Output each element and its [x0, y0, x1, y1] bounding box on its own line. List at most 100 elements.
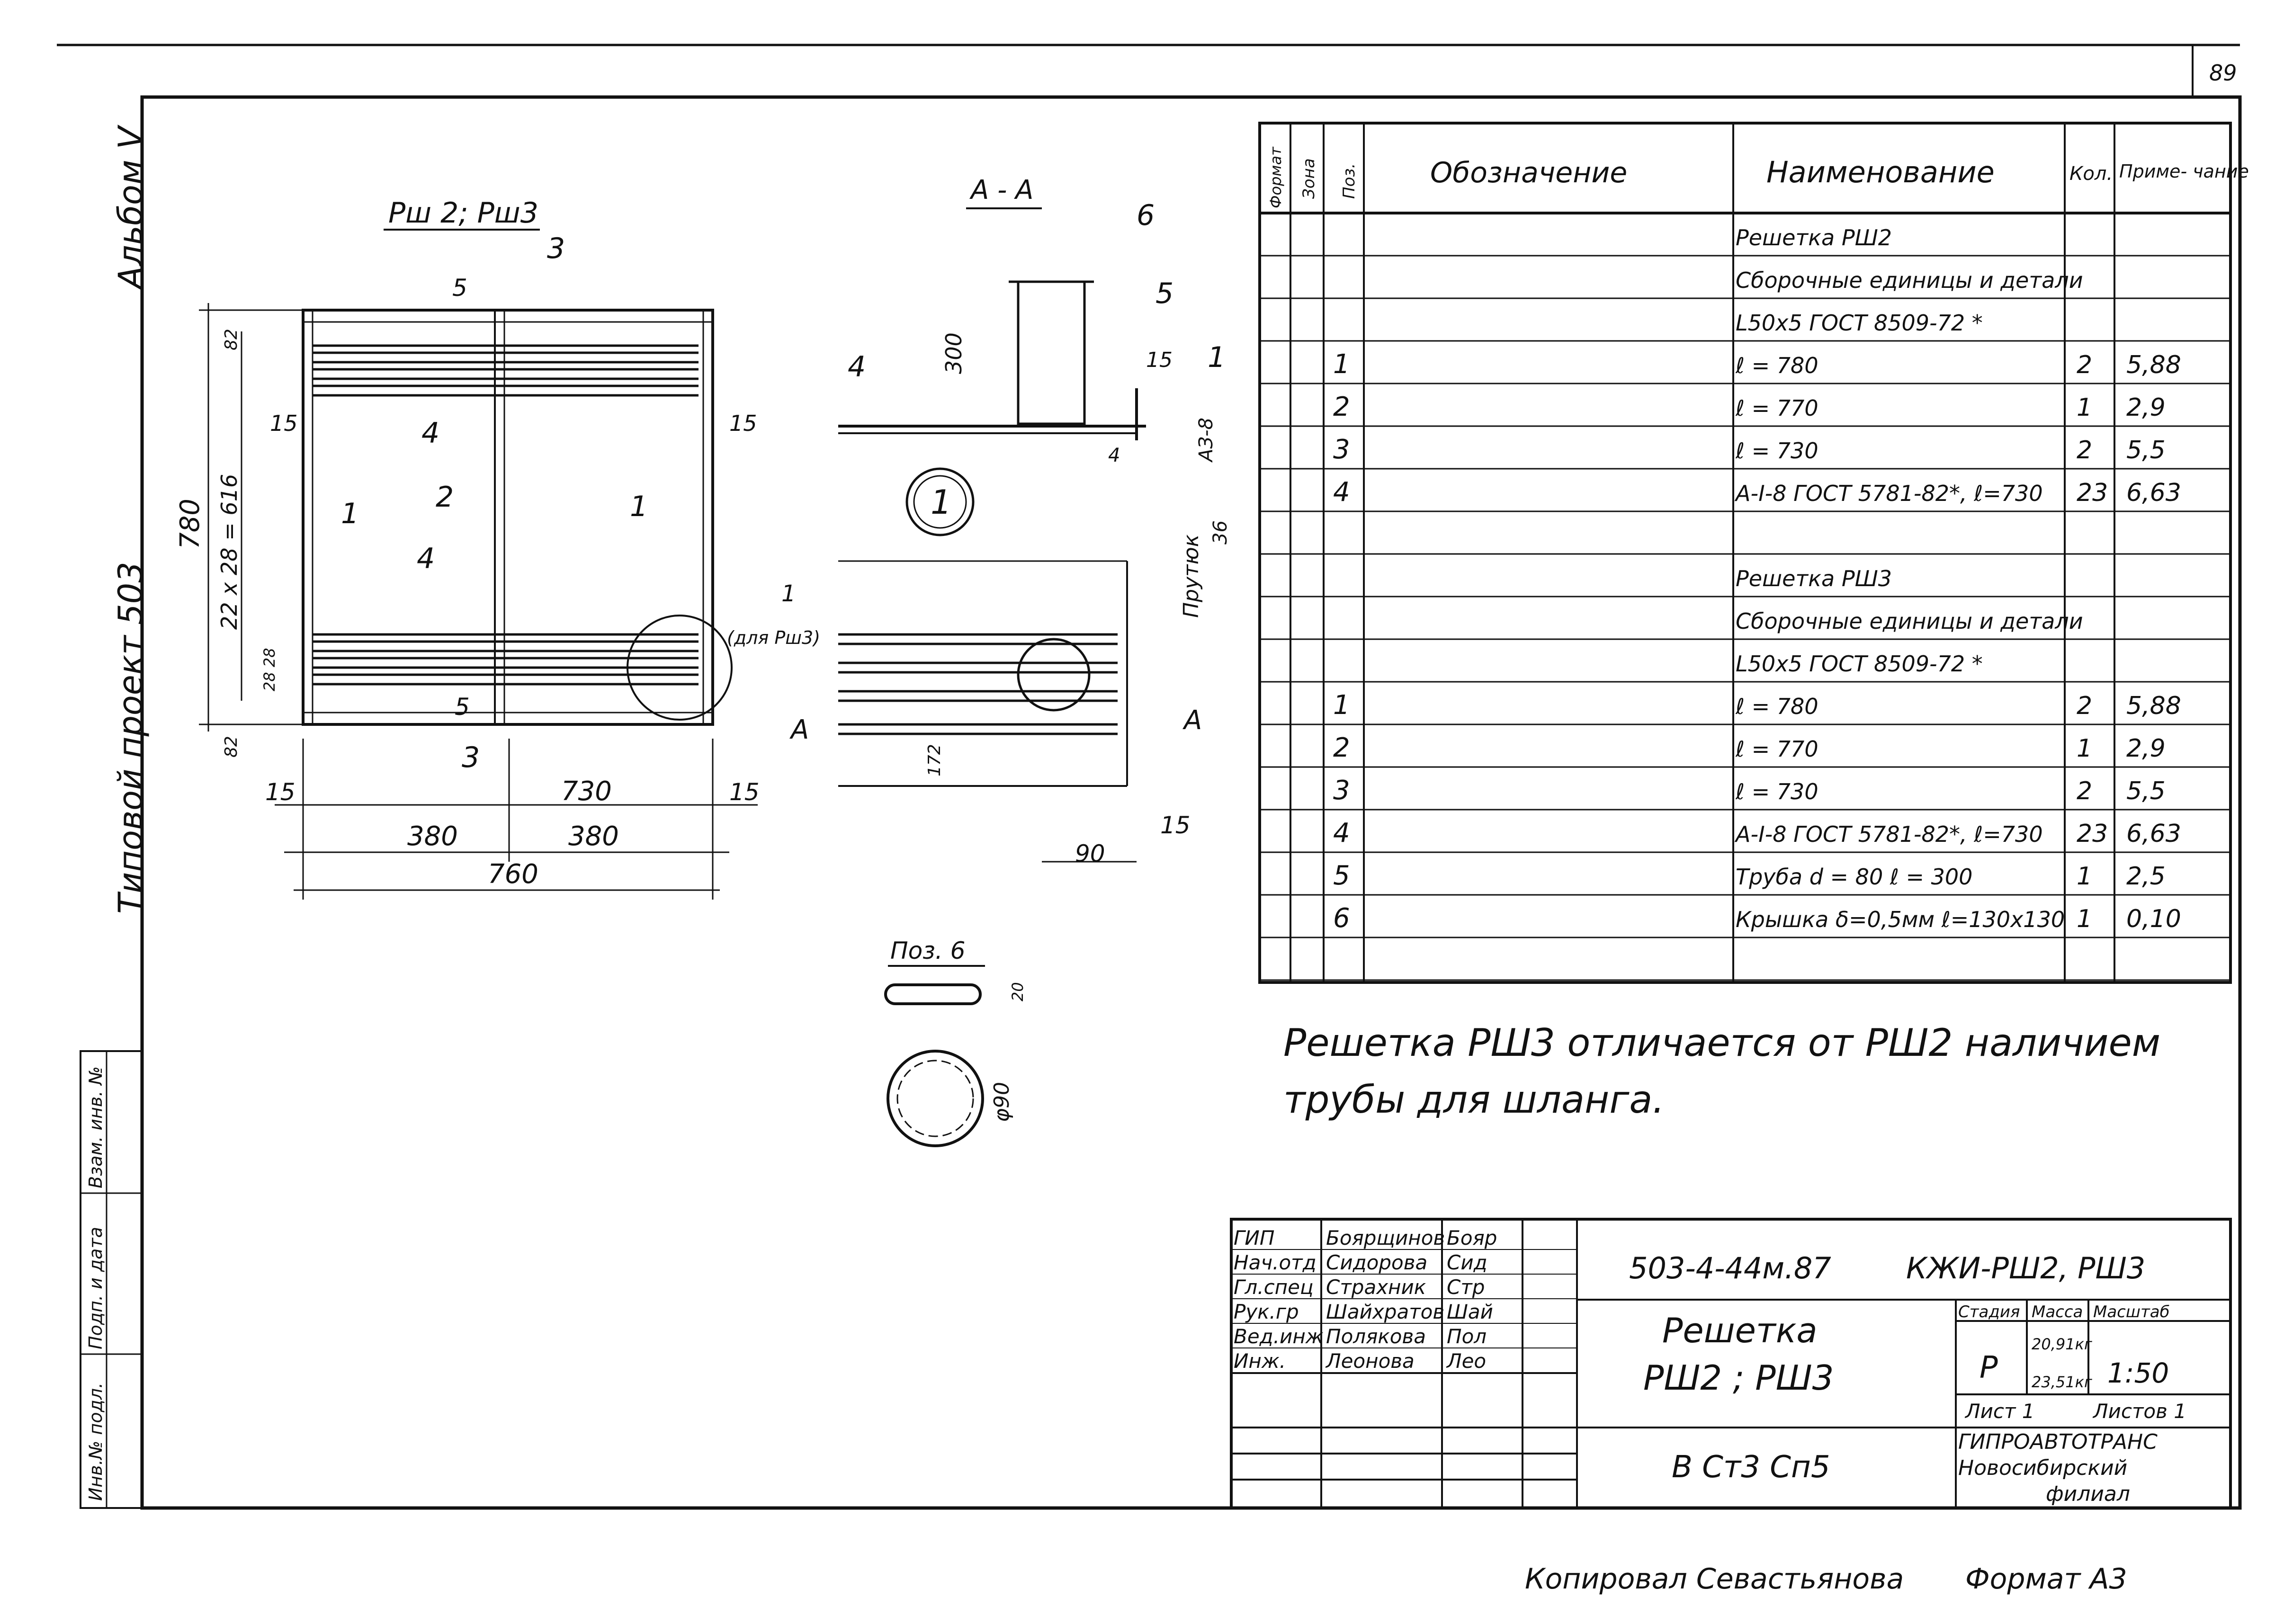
- cell-name: Сборочные единицы и детали: [1736, 608, 2083, 634]
- sheet-number: 89: [2209, 60, 2237, 86]
- org-1: ГИПРОАВТОТРАНС: [1958, 1430, 2158, 1454]
- dim-15-br: 15: [729, 778, 760, 806]
- cell-name: Сборочные единицы и детали: [1736, 268, 2083, 293]
- footer-format: Формат А3: [1965, 1562, 2127, 1596]
- cell-pos: 1: [1333, 349, 1350, 380]
- cell-note: 2,9: [2126, 393, 2166, 422]
- stamp-inv: Инв.№ подл.: [85, 1383, 106, 1501]
- project-code: 503-4-44м.87: [1629, 1251, 1831, 1285]
- dim-15-left: 15: [270, 410, 298, 436]
- signer-role: Гл.спец: [1234, 1276, 1314, 1299]
- signer-role: ГИП: [1234, 1226, 1274, 1249]
- hdr-name: Наименование: [1766, 155, 1995, 189]
- signer-sign: Сид: [1447, 1251, 1487, 1274]
- signer-name: Боярщинов: [1326, 1226, 1445, 1249]
- cell-name: ℓ = 780: [1735, 694, 1818, 719]
- signer-role: Нач.отд: [1234, 1251, 1317, 1274]
- cell-note: 0,10: [2126, 905, 2181, 933]
- signer-sign: Стр: [1447, 1276, 1485, 1299]
- cell-qty: 1: [2077, 734, 2092, 763]
- plan-pos-4-bottom: 4: [417, 542, 435, 575]
- scale-value: 1:50: [2107, 1357, 2169, 1389]
- section-title: А - А: [969, 175, 1033, 205]
- cell-pos: 3: [1333, 434, 1350, 465]
- stamp-sign: Подп. и дата: [85, 1227, 106, 1349]
- pos6-title: Поз. 6: [890, 937, 965, 964]
- pos6-dim20: 20: [1009, 982, 1027, 1001]
- mass-2: 23,51кг: [2032, 1373, 2092, 1391]
- dim-380-l: 380: [407, 821, 458, 852]
- title-1: Решетка: [1662, 1311, 1817, 1350]
- dim-15-bl: 15: [265, 778, 296, 806]
- cell-name: Крышка δ=0,5мм ℓ=130х130: [1736, 907, 2065, 932]
- section-pos-5: 5: [1155, 277, 1173, 310]
- spec-table: Формат Зона Поз. Обозначение Наименовани…: [1258, 122, 2249, 984]
- cell-name: L50х5 ГОСТ 8509-72 *: [1736, 310, 1983, 336]
- cell-note: 5,88: [2126, 351, 2181, 379]
- plan-pos-4-top: 4: [421, 417, 439, 450]
- note-line2: трубы для шланга.: [1283, 1078, 1665, 1122]
- cell-pos: 6: [1333, 903, 1350, 934]
- weld-label: АЗ-8: [1195, 418, 1217, 463]
- cell-pos: 4: [1333, 477, 1350, 508]
- cell-note: 2,9: [2126, 734, 2166, 763]
- detail-number: 1: [931, 483, 952, 522]
- dim-780: 780: [175, 499, 206, 549]
- plan-pos-5-top: 5: [452, 274, 467, 302]
- side-stamp: Инв.№ подл. Подп. и дата Взам. инв. №: [80, 1050, 143, 1509]
- dim-spacing: 22 х 28 = 616: [216, 474, 242, 630]
- signer-sign: Лео: [1446, 1349, 1486, 1373]
- section-pos-1: 1: [1208, 341, 1226, 374]
- hdr-designation: Обозначение: [1430, 156, 1627, 189]
- cell-qty: 2: [2077, 436, 2092, 464]
- hdr-zone: Зона: [1299, 158, 1318, 199]
- dim-760: 760: [488, 859, 538, 890]
- cell-note: 5,5: [2126, 777, 2166, 805]
- cell-note: 2,5: [2126, 862, 2166, 891]
- hdr-pos: Поз.: [1340, 163, 1359, 199]
- plan-pos-3-top: 3: [547, 232, 565, 265]
- mass-header: Масса: [2032, 1303, 2083, 1321]
- cell-name: ℓ = 770: [1735, 736, 1818, 762]
- cell-note: 6,63: [2126, 820, 2181, 848]
- cell-qty: 1: [2077, 905, 2092, 933]
- dim-82-bottom: 82: [222, 736, 241, 758]
- hdr-qty: Кол.: [2069, 163, 2113, 185]
- section-mark-left: А: [789, 714, 809, 745]
- section-side-note: (для Рш3): [727, 627, 820, 648]
- section-15b: 15: [1160, 812, 1191, 839]
- dim-380-r: 380: [568, 821, 619, 852]
- signer-role: Рук.гр: [1234, 1300, 1299, 1323]
- cell-name: Решетка РШ3: [1736, 566, 1892, 591]
- material: В Ст3 Сп5: [1672, 1450, 1830, 1485]
- cell-qty: 1: [2077, 393, 2092, 422]
- album-label: Альбом V: [111, 125, 150, 291]
- signer-sign: Бояр: [1447, 1226, 1497, 1249]
- cell-note: 6,63: [2126, 479, 2181, 507]
- section-300: 300: [941, 332, 967, 374]
- dim-15-right: 15: [729, 410, 757, 436]
- cell-pos: 3: [1333, 775, 1350, 806]
- section-pos-4: 4: [848, 350, 866, 384]
- sheets-label: Листов 1: [2092, 1400, 2186, 1423]
- section-15: 15: [1146, 348, 1173, 372]
- dim-82-top: 82: [222, 329, 241, 350]
- project-label: Типовой проект 503: [111, 562, 150, 914]
- plan-pos-1-right: 1: [630, 490, 648, 523]
- cell-note: 5,5: [2126, 436, 2166, 464]
- cell-name: А-I-8 ГОСТ 5781-82*, ℓ=730: [1734, 821, 2043, 847]
- cell-pos: 2: [1333, 732, 1350, 763]
- rod-label: Прутюк: [1179, 534, 1203, 618]
- hdr-format: Формат: [1267, 146, 1285, 208]
- cell-name: Труба d = 80 ℓ = 300: [1736, 864, 1972, 890]
- signer-name: Сидорова: [1326, 1251, 1427, 1274]
- cell-name: L50х5 ГОСТ 8509-72 *: [1736, 651, 1983, 677]
- plan-pos-5-bottom: 5: [455, 693, 470, 721]
- plan-pos-3-bottom: 3: [462, 741, 480, 774]
- cell-name: А-I-8 ГОСТ 5781-82*, ℓ=730: [1734, 481, 2043, 506]
- section-pos-6: 6: [1137, 199, 1155, 232]
- cell-qty: 23: [2077, 820, 2108, 848]
